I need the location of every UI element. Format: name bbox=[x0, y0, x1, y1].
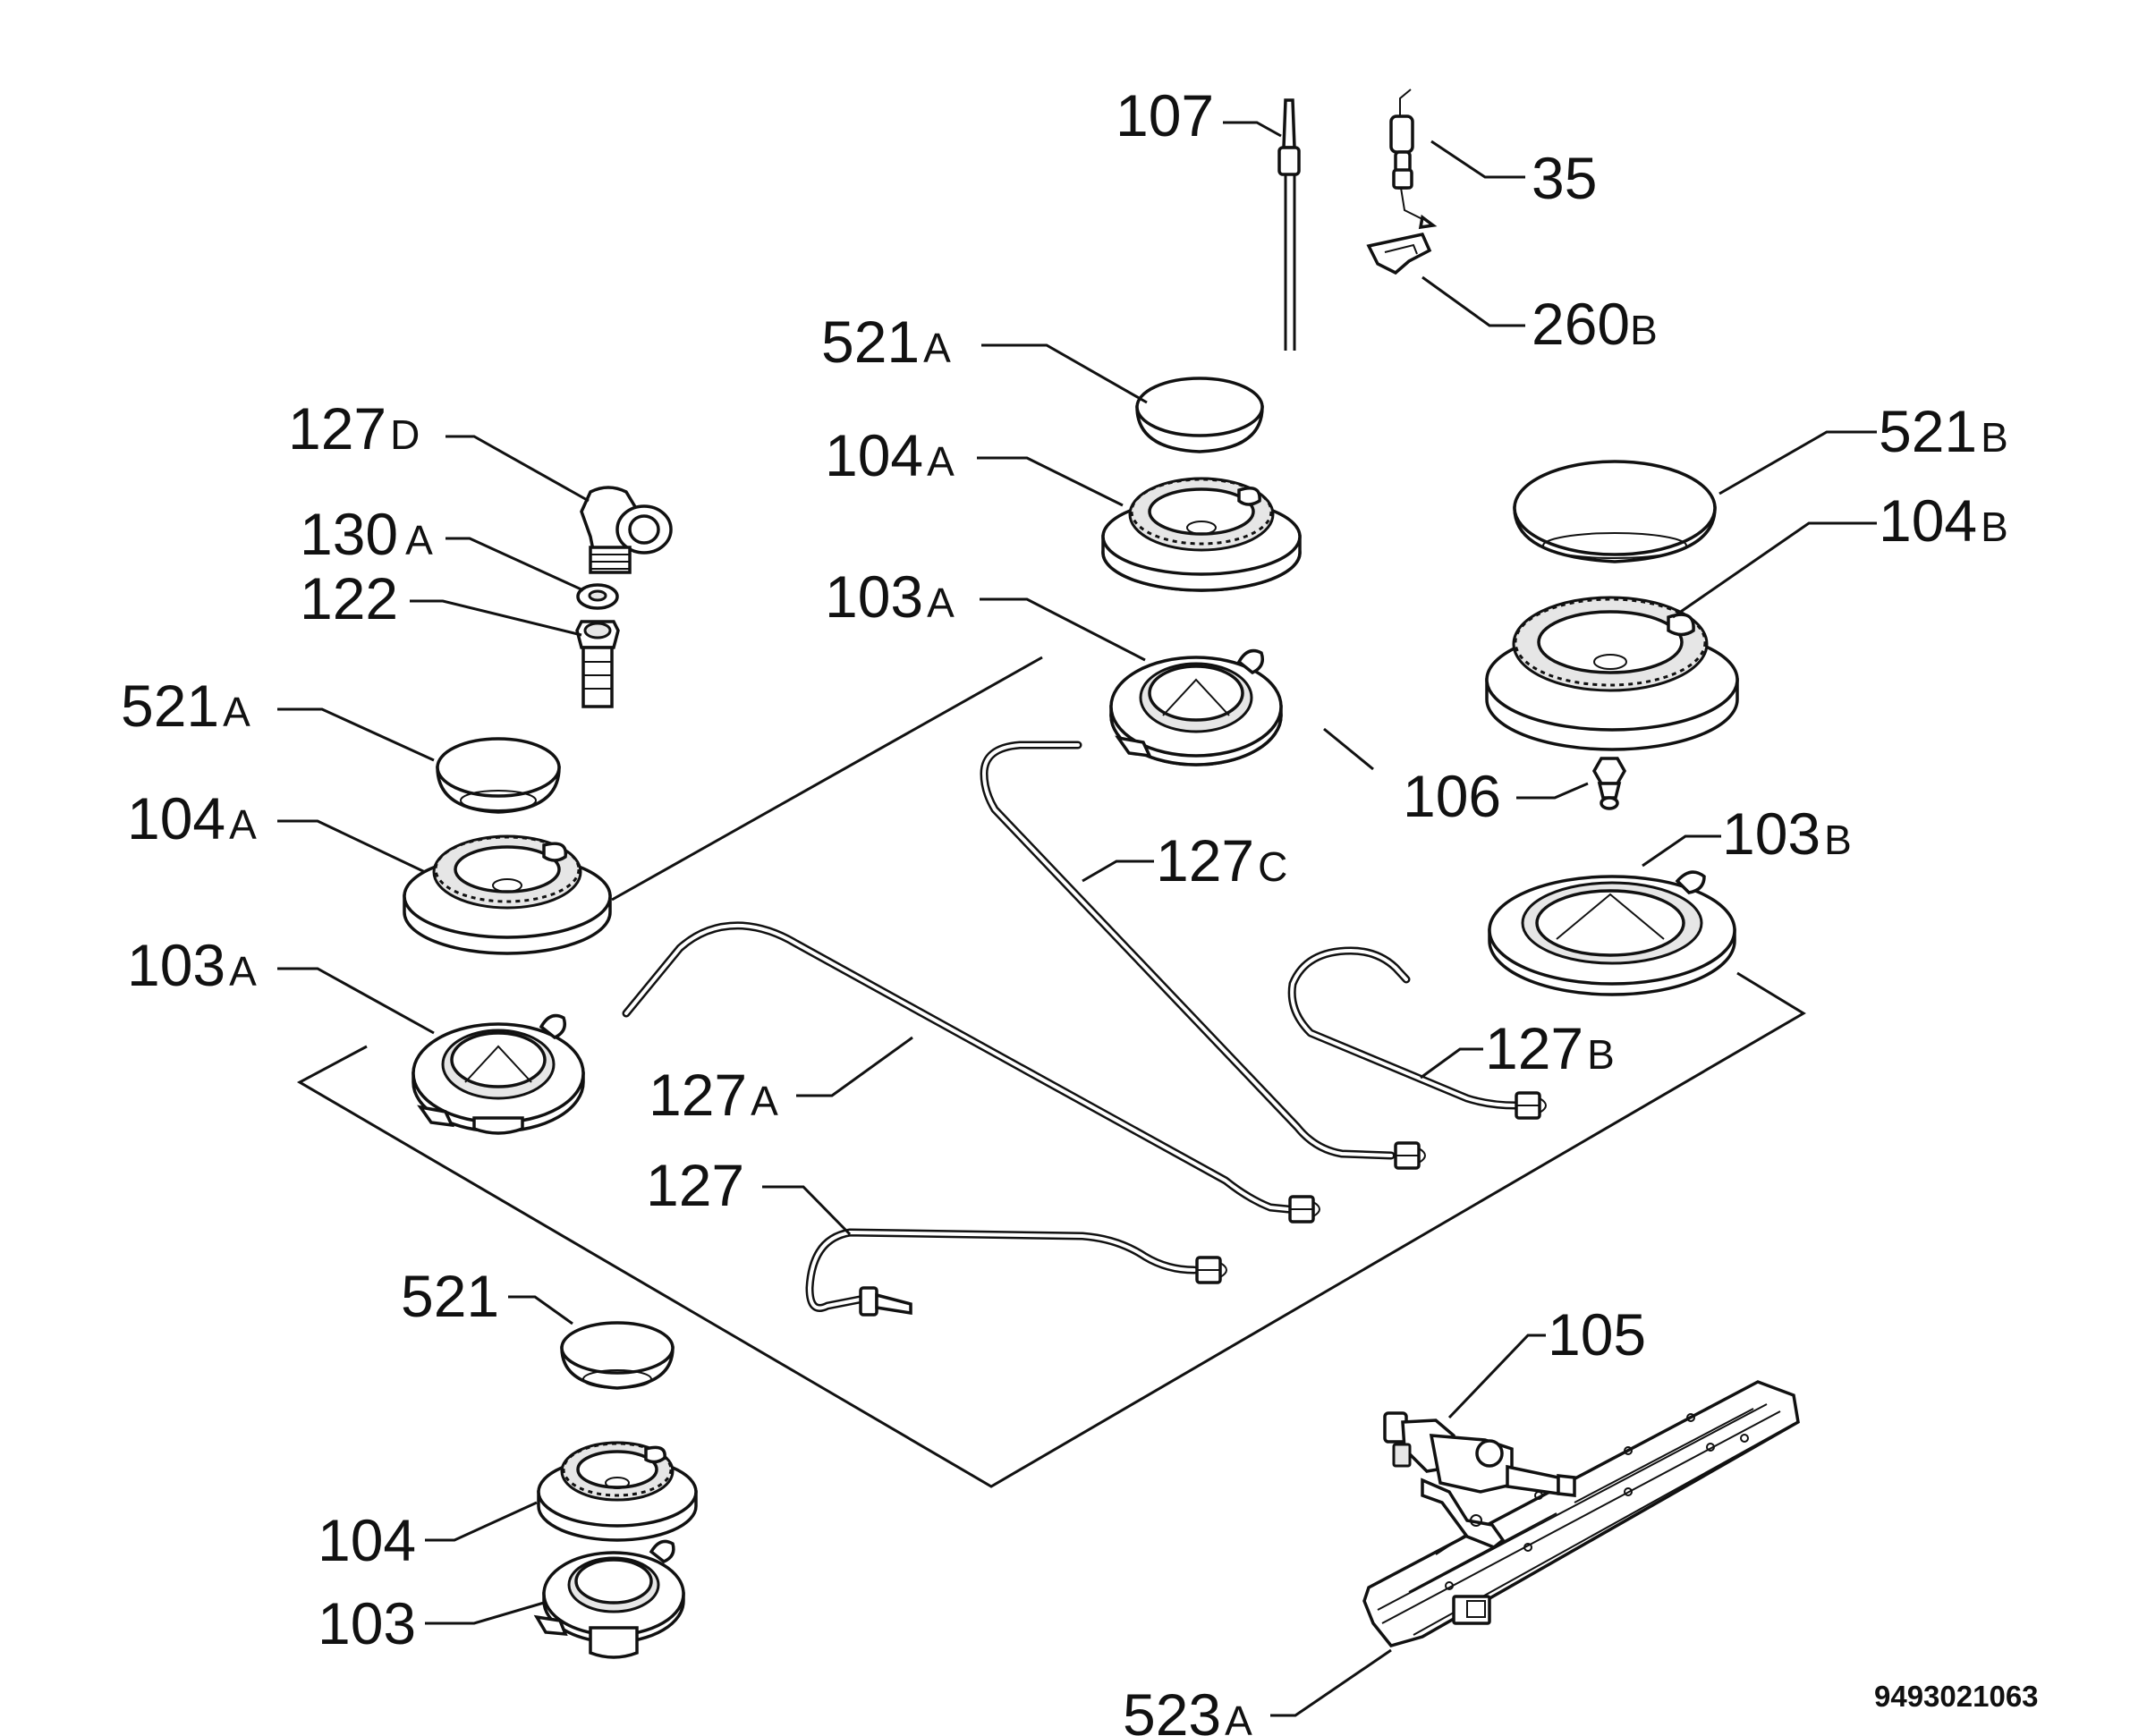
burner-crown-104 bbox=[537, 1441, 698, 1542]
gas-pipe-127 bbox=[805, 1228, 1227, 1317]
label-35: 35 bbox=[1532, 145, 1597, 211]
label-521a-top: 521A bbox=[821, 309, 951, 375]
label-122: 122 bbox=[300, 565, 398, 631]
burner-base-103a-left bbox=[412, 1013, 585, 1135]
label-521: 521 bbox=[401, 1263, 499, 1329]
label-521b: 521B bbox=[1879, 398, 2008, 464]
label-107: 107 bbox=[1116, 82, 1214, 148]
spark-plug-35 bbox=[1389, 89, 1438, 230]
label-523a: 523A bbox=[1123, 1681, 1252, 1736]
label-127b: 127B bbox=[1485, 1015, 1615, 1081]
gas-pipe-127c bbox=[980, 741, 1426, 1170]
nozzle-holder-122 bbox=[575, 620, 620, 708]
label-127a: 127A bbox=[649, 1062, 778, 1128]
washer-130a bbox=[576, 583, 619, 610]
burner-base-103a-top bbox=[1109, 648, 1283, 766]
label-260b: 260B bbox=[1532, 291, 1658, 357]
label-103: 103 bbox=[318, 1590, 416, 1656]
burner-cap-521a-top bbox=[1135, 377, 1264, 453]
label-105: 105 bbox=[1548, 1301, 1646, 1368]
elbow-fitting-127d bbox=[580, 486, 673, 574]
label-104: 104 bbox=[318, 1507, 416, 1573]
label-127d: 127D bbox=[288, 395, 420, 462]
label-103a-left: 103A bbox=[127, 932, 257, 998]
diagram-code: 9493021063 bbox=[1874, 1680, 2039, 1713]
label-103b: 103B bbox=[1722, 800, 1852, 867]
burner-base-103b bbox=[1488, 870, 1736, 996]
burner-crown-104b bbox=[1485, 596, 1739, 751]
burner-crown-104a-top bbox=[1101, 477, 1302, 592]
burner-cap-521 bbox=[560, 1321, 675, 1390]
gas-valve-105 bbox=[1383, 1411, 1576, 1550]
burner-cap-521a-left bbox=[436, 737, 561, 814]
burner-crown-104a-left bbox=[403, 834, 612, 955]
clip-260b bbox=[1366, 232, 1432, 275]
gas-pipe-127b bbox=[1287, 946, 1547, 1120]
label-104a-top: 104A bbox=[825, 422, 955, 488]
label-104b: 104B bbox=[1879, 487, 2008, 554]
burner-cap-521b bbox=[1513, 460, 1717, 563]
gas-pipe-127a bbox=[622, 921, 1320, 1224]
label-127c: 127C bbox=[1156, 827, 1287, 893]
hob-outline bbox=[296, 656, 1806, 1488]
ignition-electrode-107 bbox=[1277, 98, 1301, 351]
label-127: 127 bbox=[646, 1152, 744, 1218]
label-103a-top: 103A bbox=[825, 563, 955, 630]
injector-106 bbox=[1591, 757, 1627, 810]
label-106: 106 bbox=[1403, 763, 1501, 829]
label-104a-left: 104A bbox=[127, 785, 257, 851]
leader-lines bbox=[277, 121, 1877, 1717]
gas-rail-523a bbox=[1362, 1380, 1800, 1648]
burner-base-103 bbox=[533, 1539, 685, 1659]
label-521a-left: 521A bbox=[121, 673, 250, 739]
